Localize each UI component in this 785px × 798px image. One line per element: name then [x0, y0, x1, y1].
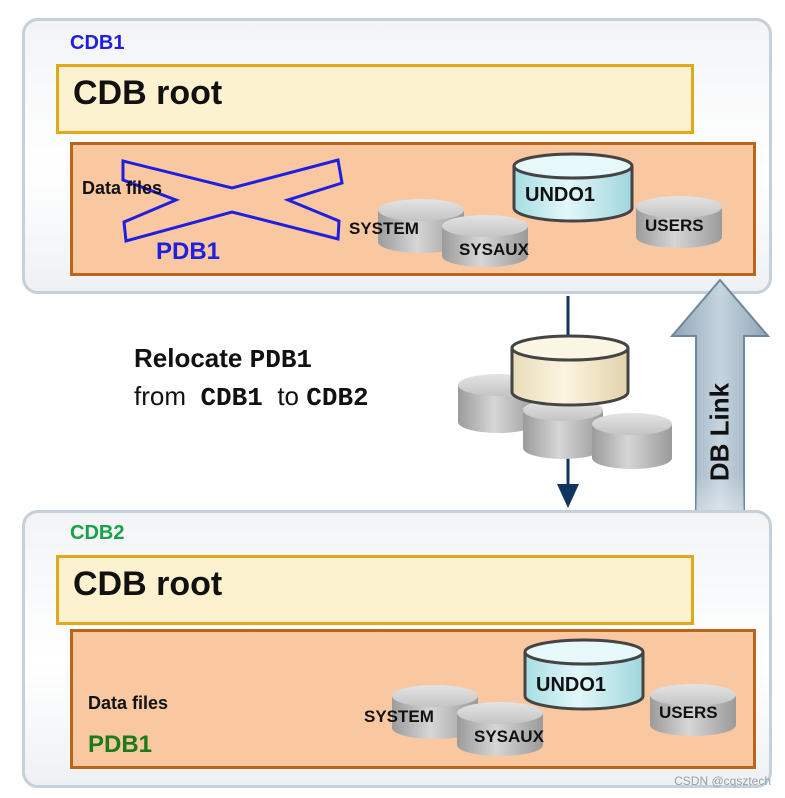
relocate-pdb-name: PDB1	[249, 345, 313, 375]
cdb2-undo-label: UNDO1	[536, 674, 607, 696]
cdb2-root-label: CDB root	[73, 565, 223, 603]
watermark-text: CSDN @cqsztech	[674, 774, 771, 788]
relocate-caption: Relocate PDB1 from CDB1 to CDB2	[134, 340, 454, 416]
cdb1-undo-label: UNDO1	[525, 184, 596, 206]
db-link-arrow-icon	[669, 278, 771, 559]
cdb1-sysaux-cylinder-icon	[442, 215, 528, 267]
relocate-source: CDB1	[200, 383, 263, 413]
cdb1-label: CDB1	[70, 32, 125, 54]
cdb2-sysaux-label: SYSAUX	[474, 727, 544, 746]
cdb2-root-box: CDB root	[56, 555, 694, 625]
cdb2-sysaux-cylinder-icon	[457, 702, 543, 756]
cdb2-undo-cylinder-icon	[523, 638, 645, 711]
cdb1-data-files-label: Data files	[82, 178, 163, 198]
cdb2-system-label: SYSTEM	[364, 707, 434, 726]
cdb1-undo-cylinder-icon	[512, 152, 634, 223]
cdb1-users-label: USERS	[645, 216, 704, 235]
relocate-target: CDB2	[306, 383, 369, 413]
cdb2-data-files-label: Data files	[88, 693, 169, 713]
cdb2-users-cylinder-icon	[650, 684, 736, 736]
cdb2-system-cylinder-icon	[392, 685, 478, 739]
relocate-from-word: from	[134, 381, 186, 411]
cdb1-pdb1-label: PDB1	[156, 238, 221, 265]
cdb1-root-box: CDB root	[56, 64, 694, 134]
moving-datafiles-cylinders-icon	[458, 334, 672, 469]
cdb1-users-cylinder-icon	[636, 196, 722, 248]
cdb2-users-label: USERS	[659, 703, 718, 722]
cdb2-label: CDB2	[70, 522, 125, 544]
relocate-word: Relocate	[134, 343, 243, 373]
cdb1-system-label: SYSTEM	[349, 219, 419, 238]
db-link-label: DB Link	[704, 382, 735, 482]
cdb1-sysaux-label: SYSAUX	[459, 240, 529, 259]
cdb2-pdb1-label: PDB1	[88, 731, 153, 758]
relocate-to-word: to	[277, 381, 300, 411]
cdb1-root-label: CDB root	[73, 74, 223, 112]
